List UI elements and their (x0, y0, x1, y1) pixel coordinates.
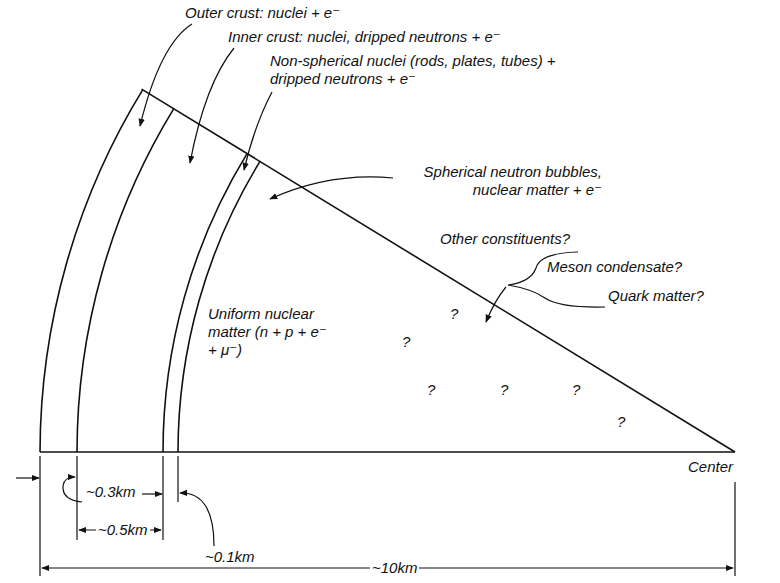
extension-line (162, 456, 163, 540)
wedge-side (142, 89, 735, 452)
question-mark: ? (572, 381, 580, 399)
extension-line (177, 456, 178, 502)
surface-arc (40, 90, 143, 452)
dimension-label: ~0.3km (86, 483, 136, 501)
question-mark: ? (617, 413, 625, 431)
leader-line (190, 48, 234, 163)
dimension-arrow (142, 493, 162, 494)
crust-boundary-arc (77, 109, 174, 452)
question-mark: ? (402, 333, 410, 351)
region-label: Outer crust: nuclei + e⁻ (185, 4, 340, 22)
wedge-base (40, 451, 735, 453)
question-mark: ? (450, 305, 458, 323)
extension-line (39, 456, 40, 576)
core-label: Uniform nuclear matter (n + p + e⁻ + μ⁻) (208, 305, 333, 359)
dimension-arrow (16, 477, 39, 478)
extension-line (734, 482, 735, 576)
question-mark: ? (500, 381, 508, 399)
dimension-label: ~0.5km (96, 521, 150, 539)
leader-line (140, 24, 192, 126)
center-label: Center (688, 458, 733, 476)
region-label: Inner crust: nuclei, dripped neutrons + … (228, 28, 501, 46)
speculative-label: Meson condensate? (547, 258, 682, 276)
region-label: Spherical neutron bubbles, nuclear matte… (397, 163, 602, 199)
leader-line (486, 287, 506, 322)
speculative-label: Other constituents? (440, 230, 570, 248)
speculative-label: Quark matter? (608, 287, 704, 305)
question-mark: ? (427, 381, 435, 399)
inner-crust-boundary-arc (163, 153, 247, 452)
dimension-arrow (63, 477, 82, 502)
dimension-label: ~0.1km (205, 548, 255, 566)
dimension-arrow (180, 493, 214, 546)
leader-line (270, 177, 393, 199)
region-label: Non-spherical nuclei (rods, plates, tube… (270, 52, 605, 88)
leader-line (244, 92, 272, 170)
dimension-label: ~10km (370, 559, 419, 577)
extension-line (76, 456, 77, 540)
